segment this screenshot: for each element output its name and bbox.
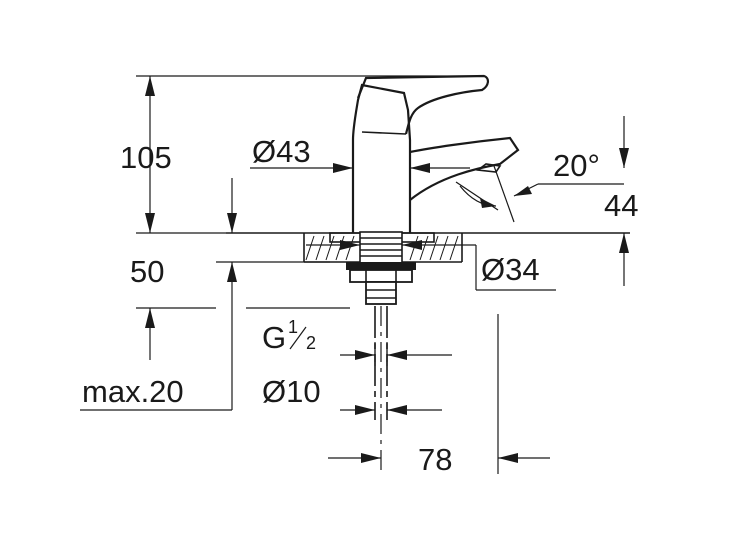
dim-flange-diameter bbox=[306, 240, 556, 291]
dim-height-total bbox=[136, 75, 484, 234]
hatch-line bbox=[305, 235, 315, 261]
dim-reach bbox=[328, 314, 550, 474]
dim-spout-diameter bbox=[250, 163, 470, 173]
tap-body bbox=[351, 74, 520, 233]
label-spout-angle: 20° bbox=[553, 148, 600, 183]
label-height-total: 105 bbox=[120, 140, 172, 175]
hatch-line bbox=[429, 235, 439, 261]
dim-spout-height bbox=[619, 116, 629, 286]
label-spout-height: 44 bbox=[604, 188, 638, 223]
hatch-line bbox=[419, 235, 429, 261]
countertop-section bbox=[226, 232, 630, 263]
hatch-line bbox=[345, 235, 355, 261]
dim-spout-angle bbox=[455, 165, 624, 223]
mounting-shank bbox=[329, 231, 435, 305]
dim-pipe-diameter bbox=[340, 405, 442, 415]
label-thread-numerator: 1 bbox=[288, 317, 298, 337]
hatch-line bbox=[449, 235, 459, 261]
label-pipe-diameter: Ø10 bbox=[262, 374, 321, 409]
label-max-thickness: max.20 bbox=[82, 374, 184, 409]
dim-thread bbox=[289, 326, 452, 366]
label-flange-diameter: Ø34 bbox=[481, 252, 540, 287]
dim-base-height bbox=[216, 178, 330, 410]
label-thread-g: G bbox=[262, 320, 286, 355]
label-reach: 78 bbox=[418, 442, 452, 477]
hatch-line bbox=[439, 235, 449, 261]
label-thread-denominator: 2 bbox=[306, 333, 316, 353]
hatch-line bbox=[315, 235, 325, 261]
label-spout-diameter: Ø43 bbox=[252, 134, 311, 169]
label-base-height: 50 bbox=[130, 254, 164, 289]
dim-max-thickness bbox=[80, 307, 350, 411]
supply-pipe bbox=[374, 306, 388, 470]
hatch-line bbox=[325, 235, 335, 261]
